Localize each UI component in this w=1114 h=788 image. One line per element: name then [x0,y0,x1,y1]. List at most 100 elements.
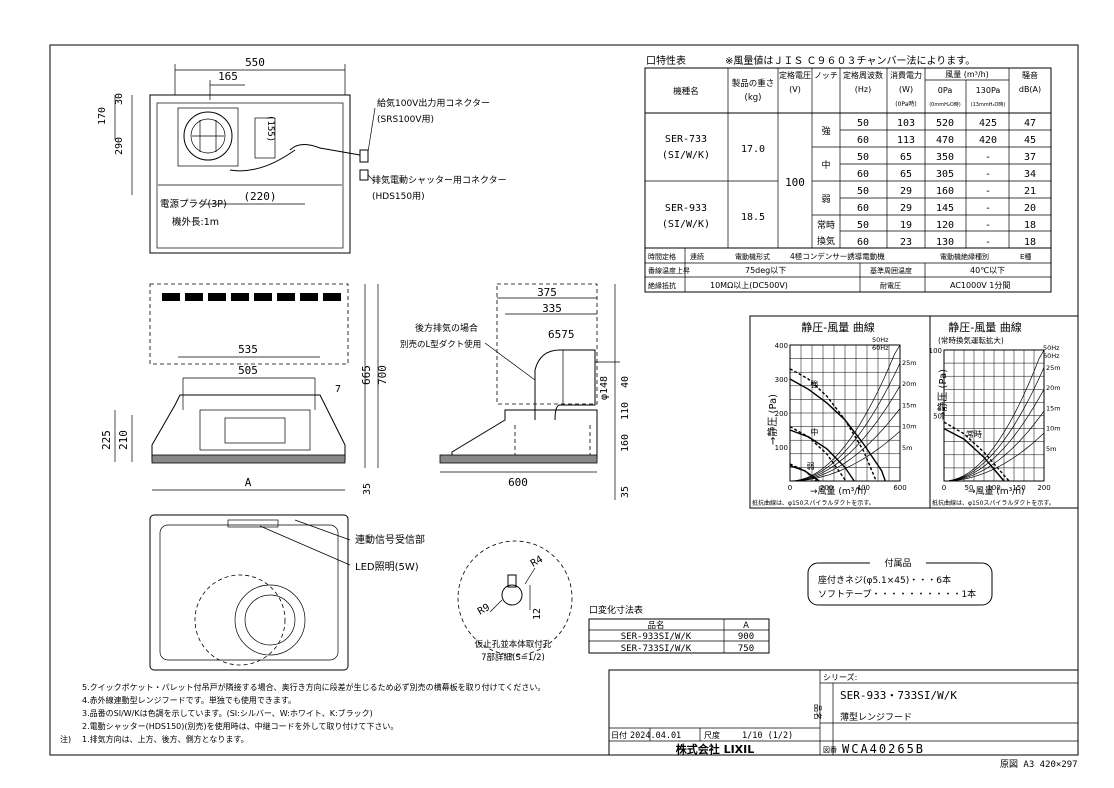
curve-label: 強 [810,379,818,389]
th-weight: 製品の重さ [732,78,775,89]
th-voltage-unit: (V) [789,85,801,94]
dim-6575: 6575 [548,328,575,341]
x-tick-label: 200 [820,484,833,492]
series-line [943,427,1005,482]
voltage-value: 100 [785,176,805,189]
fan-outline [194,574,286,666]
change-header-a: A [743,621,749,631]
model-name: SER-933 [665,203,707,214]
series-label: シリーズ: [823,672,857,682]
resistance-curve [789,408,901,482]
chart-1-xlabel: →風量 (m³/h) [810,486,867,497]
series-line [789,425,847,482]
change-row-a: 750 [738,644,754,654]
spec-cell-noise: 47 [1024,118,1036,129]
resistance-label: 5m [902,444,912,452]
th-noise-unit: dB(A) [1019,85,1041,94]
dim-12: 12 [532,608,543,620]
dim-r4: R4 [529,554,545,570]
curve-label: 中 [810,427,818,437]
vent-slots [162,293,341,301]
spec-cell-freq: 60 [857,237,869,248]
model-variant: (SI/W/K) [662,219,710,230]
spec-table-title: 口特性表 [646,54,686,67]
th-airflow-0: 0Pa [938,86,953,95]
chart-1-legend-60: 60Hz [872,344,889,352]
spec-cell-noise: 37 [1024,152,1036,163]
resistance-label: 15m [1046,404,1061,412]
chart-2-subtitle: (常時換気運転拡大) [938,335,1004,345]
th-freq: 定格周波数 [843,70,883,80]
spec-cell-power: 103 [897,118,915,129]
x-tick-label: 150 [1012,484,1025,492]
x-tick-label: 0 [788,484,792,492]
signal-receiver-label: 連動信号受信部 [355,533,425,546]
footer-cell: 耐電圧 [880,281,901,290]
th-airflow-130: 130Pa [976,86,1001,95]
resistance-curve [789,385,901,482]
led-light-label: LED照明(5W) [355,561,419,573]
spec-cell-airflow-130pa: - [985,186,991,197]
dim-a: A [245,476,252,489]
spec-cell-airflow-0pa: 145 [936,203,954,214]
x-tick-label: 200 [1037,484,1050,492]
dim-165: 165 [218,70,238,83]
dim-35: 35 [362,483,373,495]
chart-1-footnote: 抵抗曲線は、φ150スパイラルダクトを示す。 [752,499,875,507]
x-tick-label: 0 [942,484,946,492]
y-tick-label: 100 [929,347,942,355]
footer-cell: AC1000V 1分間 [950,281,1010,290]
scale-label: 尺度 [704,730,720,740]
dim-7: 7 [335,384,341,395]
resistance-label: 25m [902,359,917,367]
th-voltage: 定格電圧 [779,70,811,80]
chart-1-ylabel: →静圧 (Pa) [766,394,779,445]
cord-length-label: 機外長:1m [172,216,219,228]
resistance-curve [943,367,1045,482]
spec-cell-power: 65 [900,169,912,180]
th-airflow-130-sub: (13mmH₂O時) [971,102,1006,108]
rear-exhaust-sub: 別売のL型ダクト使用 [400,339,481,350]
change-row-a: 900 [738,632,754,642]
th-power-sub: (0Pa時) [895,100,917,108]
footer-cell: 電動機絶縁種別 [940,252,989,261]
sheet-border [49,44,1079,756]
footer-cell: 番線温度上昇 [648,266,690,275]
spec-table: 口特性表 ※風量値はＪＩＳ Ｃ９６０３チャンバー法によります。 機種名 製品の重… [644,54,1052,293]
notch-mid: 中 [821,159,830,171]
y-tick-label: 300 [775,376,788,384]
chart-1-title: 静圧-風量 曲線 [801,320,874,334]
x-tick-label: 400 [857,484,870,492]
dim-30: 30 [114,93,125,105]
top-view-body [149,94,351,254]
series-line [789,378,886,482]
led-light [227,519,279,528]
th-freq-unit: (Hz) [855,85,871,94]
resistance-label: 10m [902,423,917,431]
spec-cell-freq: 50 [857,186,869,197]
dim-210: 210 [117,430,130,450]
resistance-label: 25m [1046,364,1061,372]
spec-cell-power: 29 [900,186,912,197]
detail-caption-2: 7部詳細(S=1/2) [481,652,545,663]
spec-cell-freq: 60 [857,203,869,214]
spec-cell-power: 65 [900,152,912,163]
date-value: 2024.04.01 [630,731,681,741]
spec-table-note: ※風量値はＪＩＳ Ｃ９６０３チャンバー法によります。 [725,54,975,67]
chart-2-legend-60: 60Hz [1043,352,1060,360]
spec-cell-airflow-130pa: - [985,152,991,163]
chart-2: 静圧-風量 曲線 (常時換気運転拡大) 50Hz 60Hz →静圧 (Pa) →… [929,315,1079,509]
footer-cell: 連続 [690,252,704,261]
chart-2-ylabel: →静圧 (Pa) [936,369,949,420]
drawing-number: WCA40265B [842,742,925,756]
dim-phi148: φ148 [599,376,610,400]
change-row-name: SER-733SI/W/K [621,644,692,654]
spec-cell-airflow-0pa: 130 [936,237,954,248]
th-noise: 騒音 [1022,70,1038,80]
chart-2-legend-50: 50Hz [1043,344,1060,352]
spec-cell-freq: 50 [857,220,869,231]
paper-size: 原図 A3 420×297 [1000,759,1078,770]
dim-170: 170 [97,107,108,125]
